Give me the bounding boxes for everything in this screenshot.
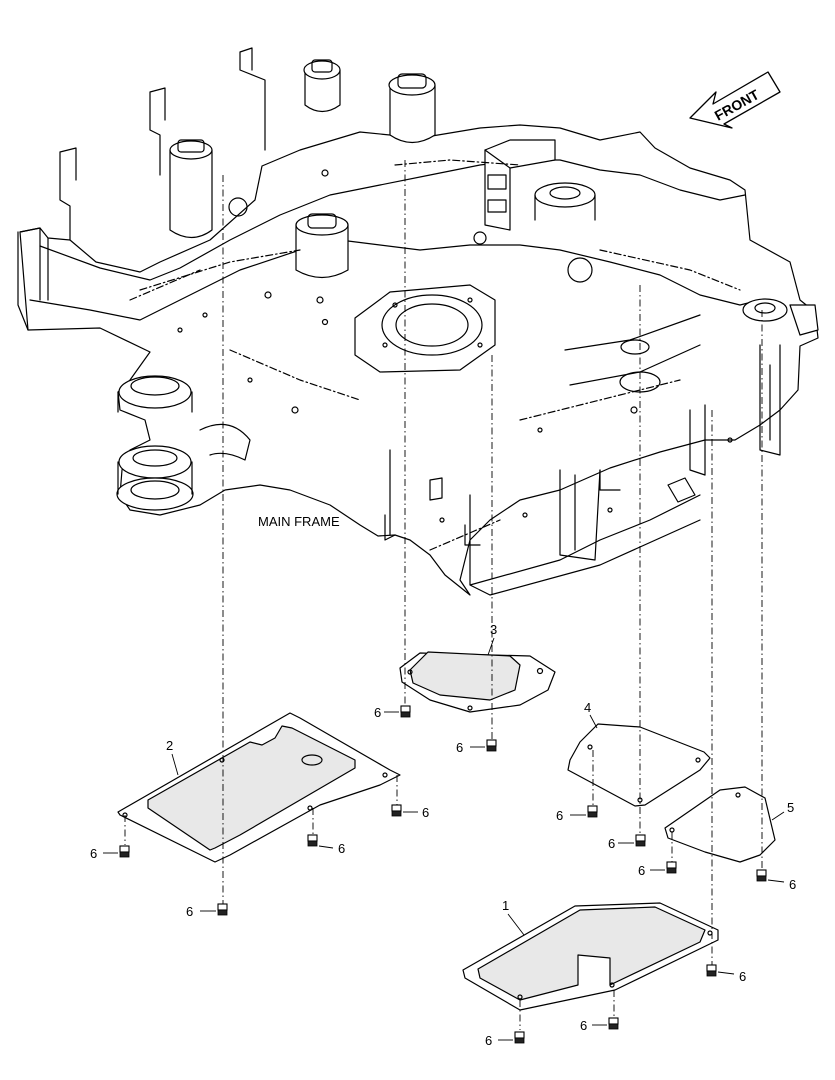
- main-frame-rail-top: [39, 159, 746, 281]
- cover-part-4: [567, 723, 711, 807]
- mount-pillar-5: [484, 139, 556, 231]
- callout-4: 4: [584, 700, 591, 715]
- bolt-label: 6: [338, 841, 345, 856]
- frame-studs: [177, 169, 733, 523]
- swing-bearing-mount: [354, 284, 496, 373]
- bolt-label: 6: [456, 740, 463, 755]
- cover-part-3: [399, 651, 556, 713]
- bolt-6: 6: [706, 964, 746, 984]
- cover-part-2: [117, 712, 401, 863]
- bolt-label: 6: [580, 1018, 587, 1033]
- bolt-6: 6: [186, 903, 228, 919]
- bolt-6: 6: [391, 804, 429, 820]
- bolt-label: 6: [638, 863, 645, 878]
- boom-foot: [116, 375, 251, 511]
- bolt-label: 6: [186, 904, 193, 919]
- main-frame-hidden-lines: [129, 159, 741, 551]
- bolt-label: 6: [556, 808, 563, 823]
- main-frame: [17, 47, 819, 596]
- main-frame-rail-mid: [29, 239, 761, 321]
- main-frame-lower-box: [384, 449, 701, 596]
- bolt-6: 6: [485, 1031, 525, 1048]
- bolt-6: 6: [90, 845, 130, 861]
- main-frame-left-post: [17, 227, 49, 331]
- front-direction-arrow: FRONT: [689, 71, 781, 129]
- bolt-label: 6: [90, 846, 97, 861]
- mount-pillar-4: [295, 213, 349, 279]
- callout-1: 1: [502, 898, 509, 913]
- assembly-lines: [124, 160, 763, 1030]
- bolt-label: 6: [374, 705, 381, 720]
- bolt-label: 6: [739, 969, 746, 984]
- mount-pillar-2: [388, 73, 436, 144]
- bolt-label: 6: [422, 805, 429, 820]
- bolt-6: 6: [580, 1017, 619, 1033]
- bolt-6: 6: [556, 805, 598, 823]
- cover-part-1: [462, 902, 719, 1011]
- bolt-label: 6: [608, 836, 615, 851]
- bolt-label: 6: [485, 1033, 492, 1048]
- bolts: 6 6 6 6 6: [90, 705, 796, 1048]
- mount-pillar-3: [169, 139, 213, 239]
- bolt-6: 6: [456, 739, 497, 755]
- bolt-label: 6: [789, 877, 796, 892]
- bolt-6: 6: [608, 834, 646, 851]
- bolt-6: 6: [307, 834, 345, 856]
- callout-5: 5: [787, 800, 794, 815]
- swing-bracket-right: [534, 182, 819, 393]
- main-frame-left-bracket: [59, 47, 266, 241]
- mount-pillar-1: [303, 59, 341, 113]
- part-callouts: 3 2 4 5 1: [166, 622, 794, 936]
- cover-part-5: [664, 786, 776, 863]
- main-frame-label: MAIN FRAME: [258, 514, 340, 529]
- bolt-6: 6: [638, 861, 677, 878]
- bolt-6: 6: [374, 705, 411, 720]
- callout-3: 3: [490, 622, 497, 637]
- bolt-6: 6: [756, 869, 796, 892]
- main-frame-right-posts: [559, 344, 781, 561]
- main-frame-lower-brackets: [429, 469, 696, 546]
- callout-2: 2: [166, 738, 173, 753]
